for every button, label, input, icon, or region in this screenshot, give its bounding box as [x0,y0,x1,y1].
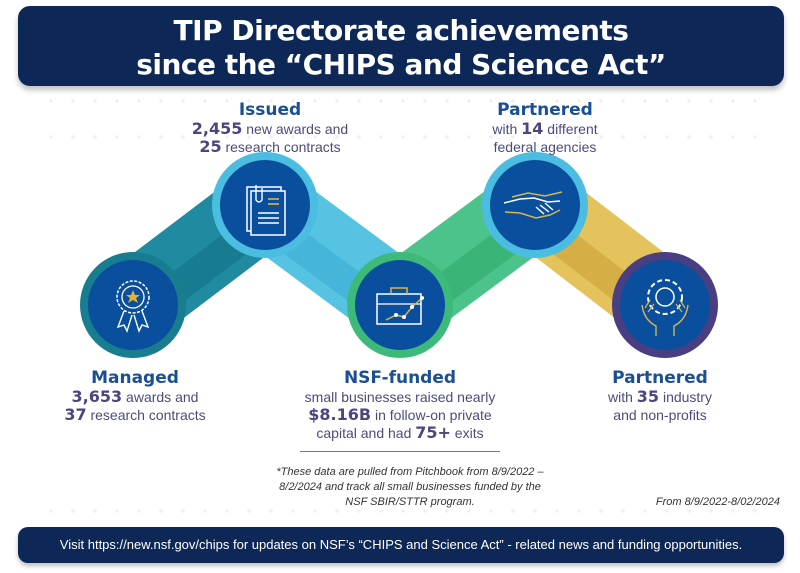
stat-number: 2,455 [191,119,243,138]
page-title-line-1: TIP Directorate achievements [173,14,629,47]
footer-text: Visit https://new.nsf.gov/chips for upda… [59,537,743,552]
stat-text: small businesses raised nearly [304,389,496,405]
stat-number: 14 [521,119,544,138]
stat-number: 35 [636,387,660,406]
gear-hands-icon [612,252,718,358]
briefcase-growth-icon [347,252,453,358]
dot-pattern [40,96,760,106]
milestone-nsf-funded: NSF-funded small businesses raised nearl… [300,368,500,442]
stat-text: different [543,121,598,137]
dot-pattern [40,506,760,516]
stat-text: and non-profits [613,407,707,423]
document-clip-icon [212,152,318,258]
stat-text: industry [659,389,712,405]
milestone-partnered-industry: Partnered with 35 industry and non-profi… [585,368,735,424]
stat-text: with [608,389,637,405]
milestone-managed: Managed 3,653 awards and 37 research con… [55,368,215,424]
milestone-heading: Issued [238,100,302,120]
stat-text: research contracts [86,407,206,423]
stat-text: awards and [122,389,199,405]
stat-text: with [492,121,522,137]
title-banner: TIP Directorate achievements since the “… [18,6,784,86]
milestone-issued: Issued 2,455 new awards and 25 research … [180,100,360,156]
footnote: *These data are pulled from Pitchbook fr… [276,466,544,508]
page-title-line-2: since the “CHIPS and Science Act” [136,48,666,81]
stat-text: in follow-on private [371,407,492,423]
milestone-heading: Partnered [612,368,708,388]
milestone-heading: NSF-funded [343,368,457,388]
stat-number: $8.16B [308,405,372,424]
award-ribbon-icon [80,252,186,358]
footer-banner: Visit https://new.nsf.gov/chips for upda… [18,527,784,563]
stat-text: exits [450,425,484,441]
stat-number: 75+ [415,423,451,442]
stat-text: capital and had [316,425,416,441]
milestone-partnered-federal: Partnered with 14 different federal agen… [455,100,635,156]
milestone-heading: Partnered [497,100,593,120]
date-range: From 8/9/2022-8/02/2024 [655,496,780,508]
stat-number: 25 [199,137,222,156]
stat-number: 3,653 [71,387,123,406]
stat-number: 37 [64,405,87,424]
stat-text: research contracts [221,139,341,155]
stat-text: new awards and [242,121,349,137]
milestone-heading: Managed [91,368,179,388]
handshake-icon [482,152,588,258]
dot-pattern [40,132,760,142]
stat-text: federal agencies [493,139,597,155]
divider [300,451,500,452]
